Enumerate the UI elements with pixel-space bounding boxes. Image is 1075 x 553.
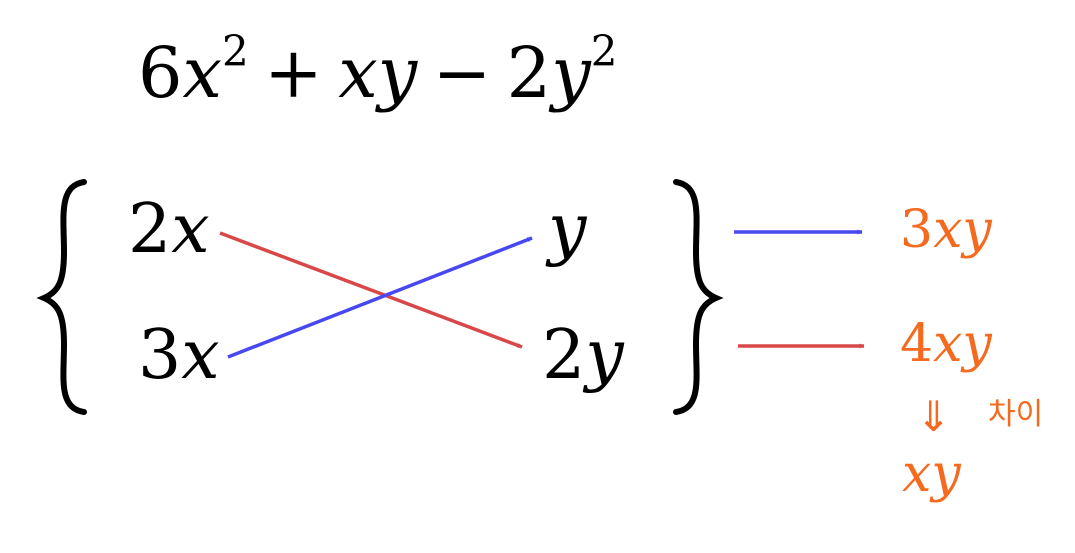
variable: y [548, 190, 587, 269]
left-brace [36, 179, 87, 415]
variable: x [182, 32, 223, 114]
right-term-top: y [548, 196, 586, 264]
expression-term-1: 6x2 [138, 30, 249, 114]
coefficient: 3 [900, 200, 934, 260]
down-double-arrow: ⇓ [916, 392, 952, 441]
expression: 6x2+xy−2y2 [138, 30, 618, 108]
variable: y [551, 32, 591, 114]
variable: x [181, 316, 220, 395]
left-term-top: 2x [128, 196, 210, 264]
variable: xy [902, 444, 961, 504]
expression-term-2: xy [338, 32, 418, 114]
coefficient: 6 [138, 32, 183, 114]
coefficient: 3 [138, 316, 182, 395]
variable: xy [933, 200, 992, 260]
left-term-bottom: 3x [138, 322, 220, 390]
expression-term-3: 2y2 [506, 30, 618, 114]
coefficient: 2 [506, 32, 552, 114]
exponent: 2 [590, 26, 618, 76]
right-brace [673, 179, 724, 415]
red-cross-arrow [219, 231, 523, 349]
variable: xy [933, 314, 992, 374]
minus-operator: − [432, 32, 492, 114]
difference-result: xy [902, 448, 961, 500]
right-term-bottom: 2y [542, 322, 624, 390]
coefficient: 2 [128, 190, 172, 269]
exponent: 2 [222, 26, 249, 76]
difference-label: 차이 [988, 397, 1044, 432]
variable: y [585, 316, 624, 395]
result-top: 3xy [900, 204, 992, 256]
variable: x [171, 190, 210, 269]
plus-operator: + [264, 32, 323, 114]
blue-cross-arrow [227, 236, 533, 359]
result-bottom: 4xy [900, 318, 992, 370]
coefficient: 4 [900, 314, 934, 374]
coefficient: 2 [542, 316, 586, 395]
